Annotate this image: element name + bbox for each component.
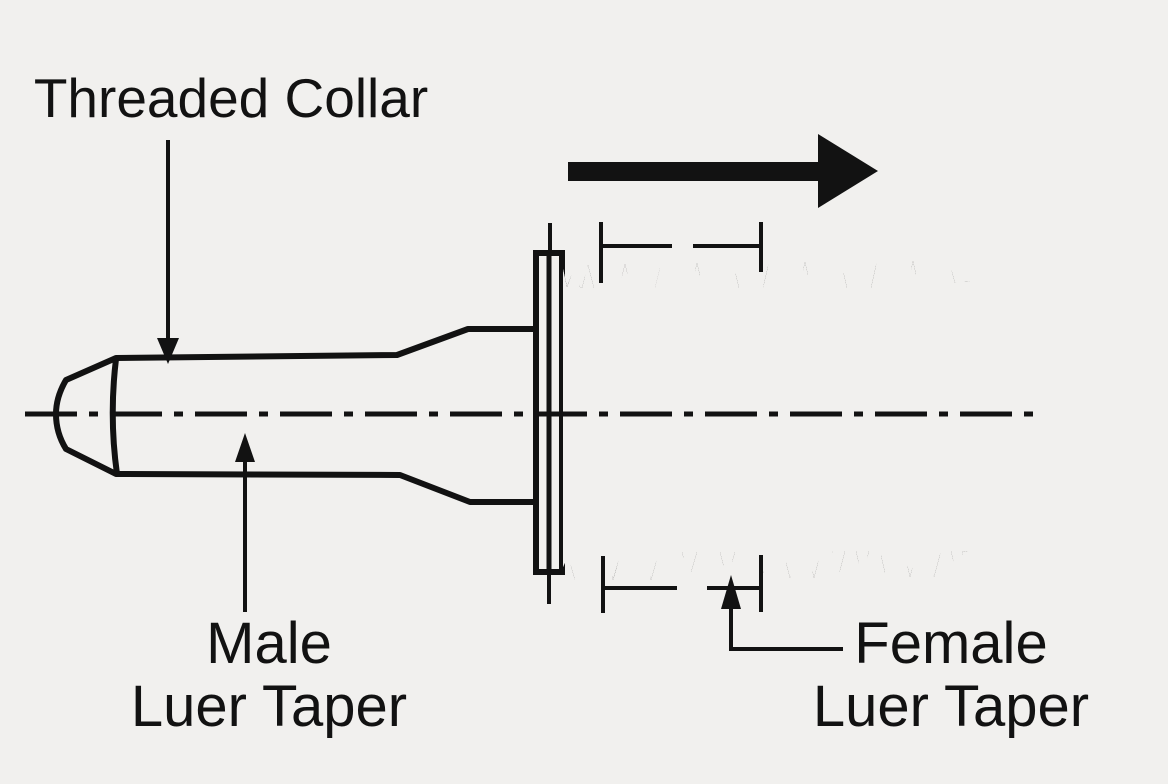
male-label-line2: Luer Taper	[130, 674, 408, 739]
male-label-line1: Male	[206, 611, 332, 676]
female-fitting-threads	[544, 258, 982, 582]
female-label-line1: Female	[854, 611, 1048, 676]
female-label-line2: Luer Taper	[812, 674, 1090, 739]
threaded-collar-label: Threaded Collar	[31, 68, 431, 128]
male-tip-separator	[109, 358, 120, 475]
threaded-collar-label-text: Threaded Collar	[33, 67, 429, 129]
leader-arrow-male-luer-taper	[235, 433, 255, 612]
dimension-lines	[599, 222, 763, 613]
leader-arrow-threaded-collar	[157, 140, 179, 364]
female-luer-taper-label: Female Luer Taper	[801, 612, 1101, 738]
male-luer-taper-label: Male Luer Taper	[119, 612, 419, 738]
direction-arrow-icon	[568, 134, 878, 208]
leader-arrow-female-luer-taper	[721, 575, 843, 651]
